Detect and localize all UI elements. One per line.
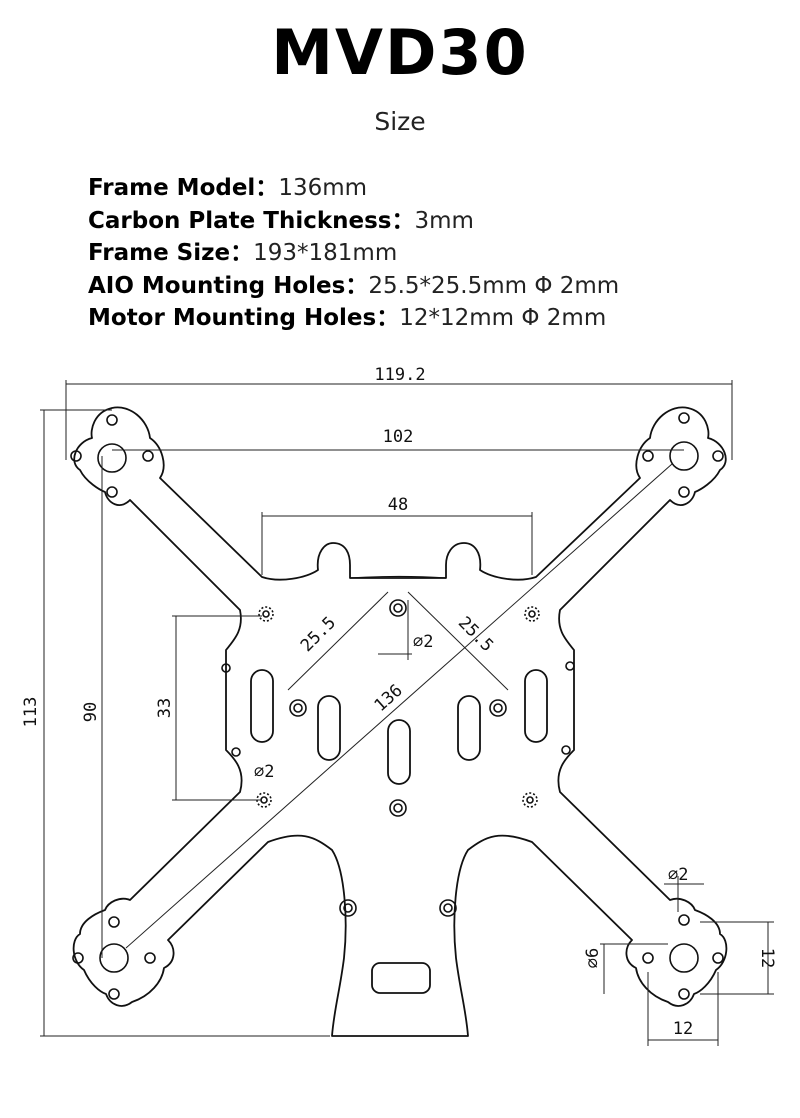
slot-center [387,719,411,785]
page-title: MVD30 [271,16,529,89]
dim-line-aio-a [287,591,389,691]
dim-line-inner-height [172,615,262,801]
slot-right-outer [524,669,548,743]
dim-line-motor-center [600,943,668,994]
dim-diagonal: 136 [371,681,407,716]
dim-side-hole: ⌀2 [254,762,275,782]
slot-right-inner [457,695,481,761]
spec-value: 136mm [278,175,368,201]
spec-frame-size: Frame Size：193*181mm [88,237,619,270]
spec-plate-thickness: Carbon Plate Thickness：3mm [88,205,619,238]
spec-list: Frame Model：136mm Carbon Plate Thickness… [88,172,619,335]
spec-frame-model: Frame Model：136mm [88,172,619,205]
spec-label: Frame Size： [88,240,254,266]
dim-aio-hole: ⌀2 [413,632,434,652]
dim-line-overall-width [65,380,733,460]
motor-mount-top-right [642,412,724,498]
spec-label: AIO Mounting Holes： [88,272,369,299]
top-notch-line [349,575,447,579]
dim-motor-spacing: 102 [383,427,414,447]
dim-line-diagonal [125,463,673,949]
dim-line-slot-span [261,512,533,575]
spec-aio-holes: AIO Mounting Holes：25.5*25.5mm Φ 2mm [88,270,619,303]
dim-motor-pattern-h: 12 [757,948,777,968]
spec-label: Carbon Plate Thickness： [88,207,415,234]
spec-motor-holes: Motor Mounting Holes：12*12mm Φ 2mm [88,302,619,335]
dim-aio-hole-value: 2 [423,632,433,652]
tail-slot [371,962,431,994]
slot-left-inner [317,695,341,761]
motor-mount-bottom-right [642,914,724,1000]
slot-left-outer [250,669,274,743]
dim-line-aio-hole [378,600,412,660]
dim-side-hole-value: 2 [264,762,274,782]
spec-label: Motor Mounting Holes： [88,305,400,331]
dim-line-motor-pattern-w [647,972,719,1046]
motor-mount-bottom-left [72,916,156,1000]
page-subtitle: Size [374,107,426,136]
spec-value: 3mm [414,207,474,234]
dim-slot-span: 48 [388,495,408,515]
frame-outline [72,406,728,1037]
dim-line-motor-pattern-h [700,921,774,995]
dim-motor-pattern-w: 12 [673,1019,693,1039]
spec-value: 25.5*25.5mm Φ 2mm [368,272,620,299]
body-holes [221,599,575,917]
spec-value: 12*12mm Φ 2mm [399,305,607,331]
dim-line-motor-hole [664,876,704,912]
dim-motor-center-value: 6 [583,948,603,958]
dim-overall-height: 113 [21,697,41,728]
dim-aio-b: 25.5 [454,613,497,656]
dim-overall-width: 119.2 [374,365,425,385]
dim-line-overall-height [40,409,330,1037]
dim-motor-hole-value: 2 [678,865,688,885]
spec-label: Frame Model： [88,175,279,201]
dim-outer-height: 90 [81,702,101,722]
dim-line-aio-b [407,591,509,691]
dim-motor-hole: ⌀2 [668,865,689,885]
dim-aio-a: 25.5 [297,613,340,656]
spec-value: 193*181mm [253,240,398,266]
dim-motor-center: ⌀6 [583,948,603,969]
motor-mount-top-left [70,414,154,498]
dim-inner-height: 33 [155,698,175,718]
